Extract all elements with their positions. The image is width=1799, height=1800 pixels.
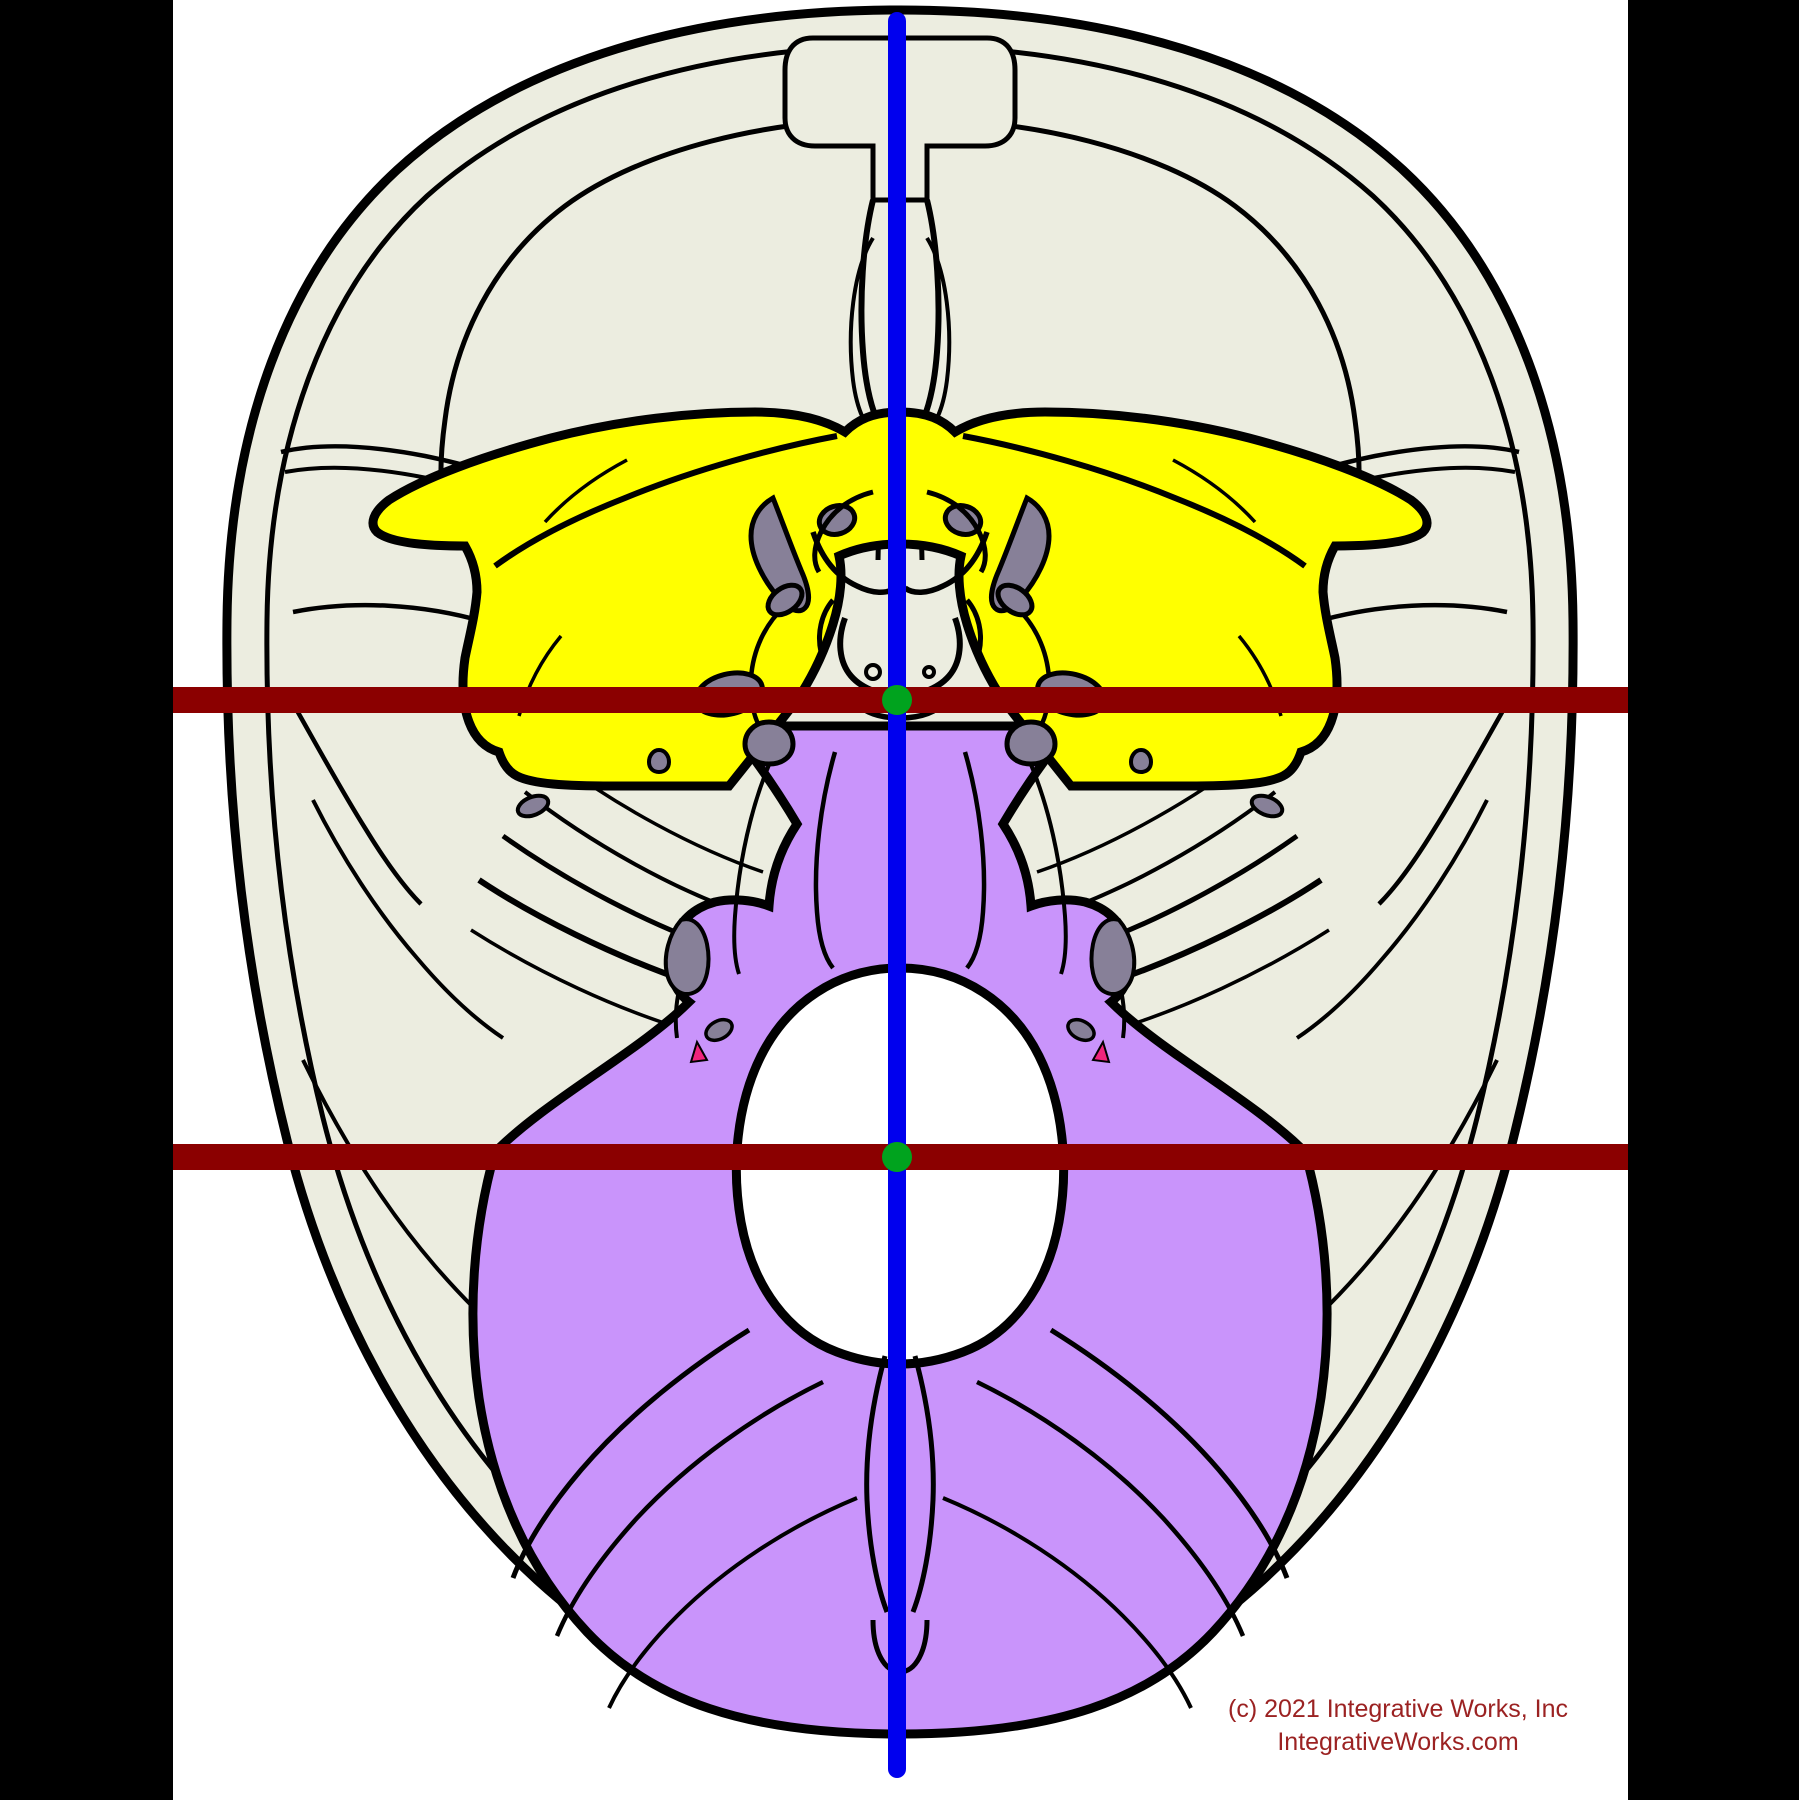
lesser-wing-arc-right [962,433,1307,569]
internal-occipital-crest-right [910,1355,936,1613]
clivus-ridge-right [962,751,987,970]
foramen-rotundum-left [765,582,805,618]
emissary-foramen-right [1128,747,1154,775]
greater-wing-line-left-1 [543,458,628,524]
middle-fossa-contour-left-3 [311,799,505,1040]
cerebellar-fossa-arc-right-3 [942,1496,1193,1709]
middle-fossa-contour-right-2 [1377,698,1511,906]
axis-marker-sphenoid[interactable] [882,685,912,715]
copyright-line-1: (c) 2021 Integrative Works, Inc [1228,1694,1568,1723]
cerebellar-fossa-arc-left-3 [607,1496,858,1709]
foramen-spinosum-left [742,719,796,767]
cerebellar-fossa-arc-right-1 [1049,1327,1290,1579]
petro-occipital-fissure-right [1091,1039,1111,1064]
illustration-plate: (c) 2021 Integrative Works, Inc Integrat… [173,0,1628,1800]
clivus-ridge-left [813,751,838,970]
hypoglossal-canal-right [1066,1017,1096,1043]
anterior-clinoid-right [926,489,988,574]
chiasmatic-groove-right [903,531,990,595]
jugular-foramen-left [663,917,711,996]
middle-fossa-contour-right-3 [1295,799,1489,1040]
lesser-wing-arc-left [493,433,838,569]
internal-occipital-crest-left [864,1355,890,1613]
optic-canal-right [942,503,984,537]
chiasmatic-groove-left [810,531,897,595]
jugular-foramen-right [1089,917,1137,996]
middle-fossa-contour-left-2 [289,698,423,906]
skull-base-illustration [173,5,1628,1778]
cerebellar-fossa-arc-left-1 [510,1327,751,1579]
copyright-line-2: IntegrativeWorks.com [1277,1728,1519,1757]
midline-dot-left [864,663,882,681]
clivus-lateral-right [1027,759,1068,975]
foramen-temporal-left [515,793,551,819]
vertical-axis-midsagittal[interactable] [888,12,906,1778]
copyright-block: (c) 2021 Integrative Works, Inc Integrat… [1228,1693,1568,1761]
reference-axes [173,12,1628,1778]
posterior-clinoid-left [817,598,835,653]
foramen-temporal-right [1249,793,1285,819]
hypoglossal-canal-left [704,1017,734,1043]
cerebellar-fossa-arc-left-2 [554,1379,824,1637]
emissary-foramen-left [646,747,672,775]
foramen-rotundum-right [995,582,1035,618]
petro-occipital-fissure-left [689,1039,709,1064]
posterior-clinoid-right [965,598,983,653]
axis-marker-occipital[interactable] [882,1142,912,1172]
clivus-lateral-left [732,759,773,975]
cerebellar-fossa-arc-right-2 [976,1379,1246,1637]
midline-dot-right [922,665,936,679]
foramen-spinosum-right [1004,719,1058,767]
greater-wing-line-right-1 [1172,458,1257,524]
anterior-clinoid-left [812,489,874,574]
optic-canal-left [816,503,858,537]
